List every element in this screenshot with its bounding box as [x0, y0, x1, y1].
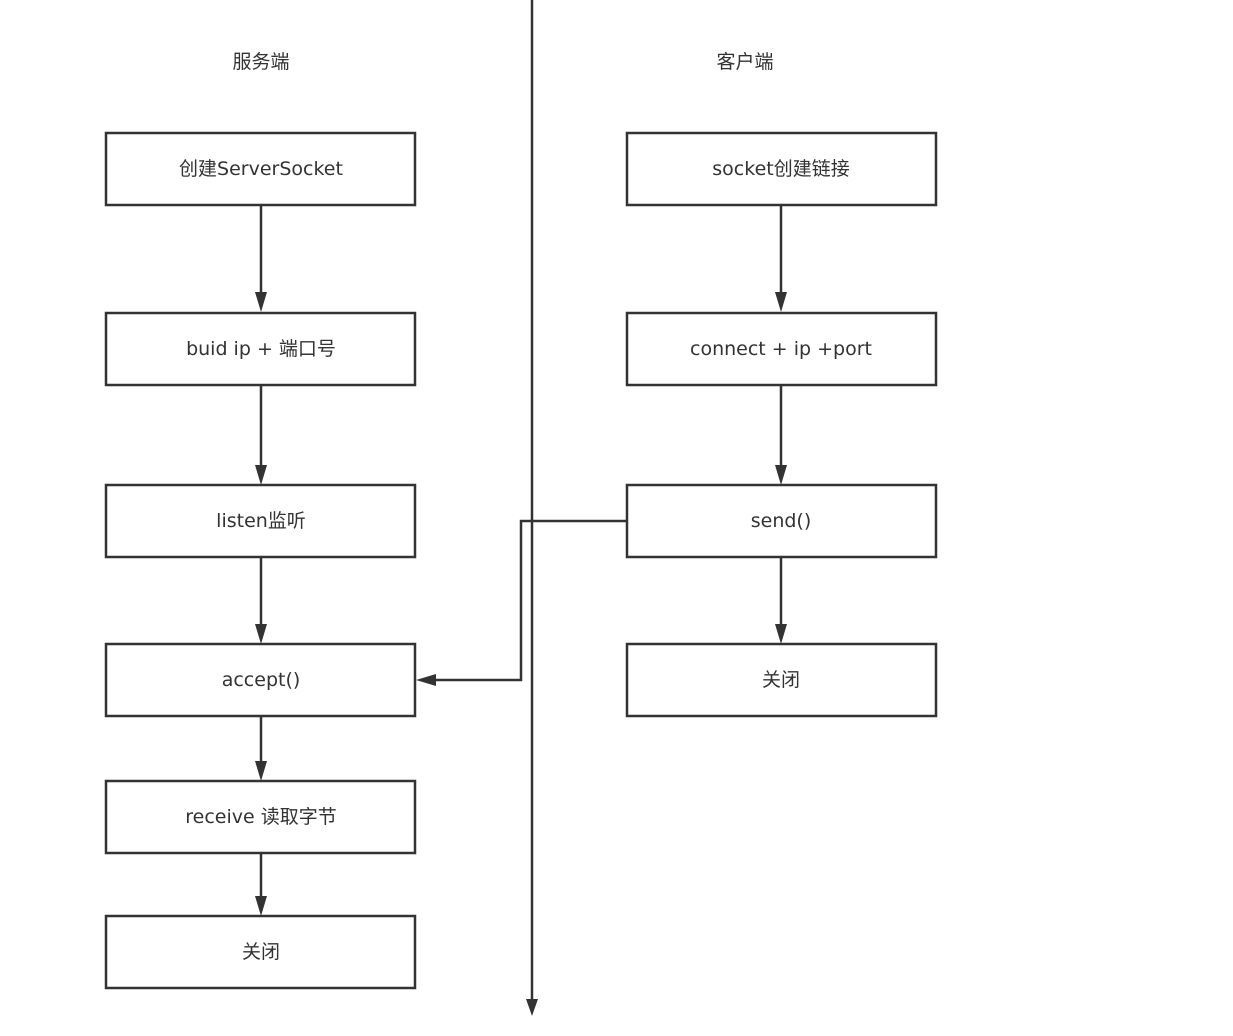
- client-step-label: connect + ip +port: [690, 338, 872, 360]
- client-step-send: send(): [625, 483, 938, 559]
- server-step-label: 关闭: [242, 941, 280, 963]
- server-step-label: accept(): [222, 669, 301, 691]
- server-step-label: 创建ServerSocket: [179, 158, 343, 180]
- client-step-connect: connect + ip +port: [625, 311, 938, 387]
- connector-client-2-3: [775, 385, 787, 485]
- client-lane-title: 客户端: [716, 51, 773, 73]
- server-lane-title: 服务端: [232, 51, 289, 73]
- server-step-bind: buid ip + 端口号: [104, 311, 417, 387]
- client-step-label: send(): [751, 510, 812, 532]
- server-step-label: buid ip + 端口号: [186, 338, 336, 360]
- server-step-listen: listen监听: [104, 483, 417, 559]
- server-step-receive: receive 读取字节: [104, 779, 417, 855]
- server-step-accept: accept(): [104, 642, 417, 718]
- connector-server-1-2: [255, 205, 267, 312]
- client-step-label: 关闭: [762, 669, 800, 691]
- client-step-close: 关闭: [625, 642, 938, 718]
- connector-client-3-4: [775, 557, 787, 644]
- lane-divider-arrow: [526, 0, 538, 1016]
- server-step-close: 关闭: [104, 914, 417, 990]
- connector-server-5-6: [255, 853, 267, 916]
- server-step-label: receive 读取字节: [185, 806, 336, 828]
- connector-server-2-3: [255, 385, 267, 485]
- client-step-create-socket: socket创建链接: [625, 131, 938, 207]
- server-step-label: listen监听: [216, 510, 306, 532]
- connector-send-to-accept: [416, 519, 627, 686]
- server-step-create-serversocket: 创建ServerSocket: [104, 131, 417, 207]
- client-step-label: socket创建链接: [712, 158, 849, 180]
- connector-server-3-4: [255, 557, 267, 644]
- connector-client-1-2: [775, 205, 787, 312]
- connector-server-4-5: [255, 716, 267, 781]
